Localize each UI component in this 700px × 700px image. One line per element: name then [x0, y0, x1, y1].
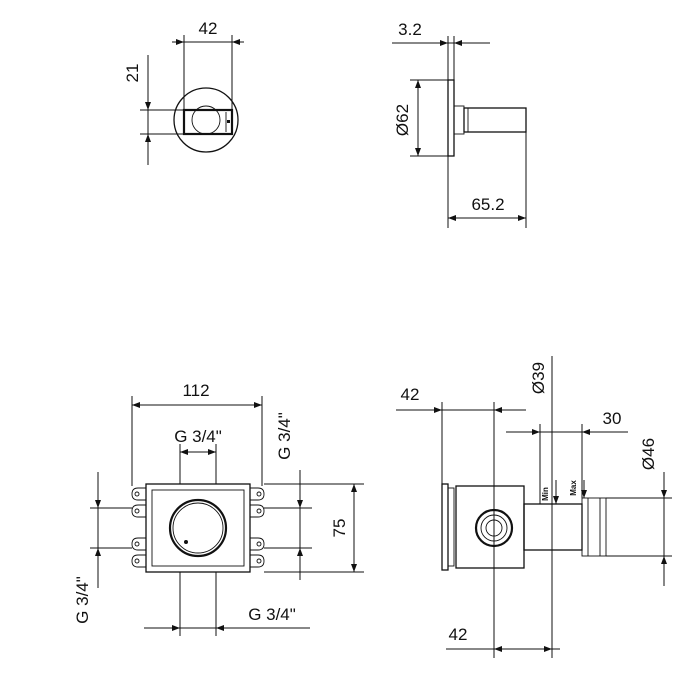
dim-width-label: 42 — [199, 19, 218, 38]
top-left-view: 42 21 — [123, 19, 244, 165]
lever-side — [463, 107, 527, 133]
side-spindle — [523, 503, 583, 551]
left-ears — [131, 487, 146, 568]
cartridge-ring-inner — [172, 502, 224, 554]
escutcheon-plate — [173, 87, 239, 153]
body-outer — [145, 483, 251, 573]
right-ears — [250, 487, 265, 568]
dim-right-port-label: G 3/4" — [275, 412, 294, 460]
dim-width-label: 112 — [182, 381, 209, 400]
dim-height-label: 21 — [123, 64, 142, 83]
dim-thickness-label: 3.2 — [398, 20, 422, 39]
dim-bottom-offset-label: 42 — [449, 625, 468, 644]
dim-height-label: 75 — [330, 519, 349, 538]
bottom-right-view: 42 Ø39 30 Min Max Ø46 42 — [396, 356, 672, 658]
handle-lever — [182, 108, 234, 136]
cartridge-ring-outer — [168, 498, 228, 558]
max-label: Max — [569, 480, 578, 496]
side-body — [455, 485, 525, 569]
dim-diameter-large-label: Ø46 — [639, 438, 658, 470]
top-right-view: 3.2 Ø62 65.2 — [392, 20, 527, 228]
plate-side — [447, 79, 455, 157]
side-nut — [581, 497, 607, 557]
dim-bottom-port-label: G 3/4" — [248, 605, 296, 624]
dim-length-label: 65.2 — [471, 195, 504, 214]
bottom-left-view: 112 G 3/4" G 3/4" 75 G 3/4" — [73, 381, 364, 636]
min-label: Min — [541, 487, 550, 501]
dim-top-port-label: G 3/4" — [174, 427, 222, 446]
dim-adjust-label: 30 — [603, 409, 622, 428]
dim-diameter-small-label: Ø39 — [529, 362, 548, 394]
body-inner — [151, 489, 245, 567]
dim-diameter-label: Ø62 — [393, 104, 412, 136]
wall-flange — [441, 483, 449, 571]
dim-left-offset-label: 42 — [401, 385, 420, 404]
dim-left-port-label: G 3/4" — [73, 576, 92, 624]
